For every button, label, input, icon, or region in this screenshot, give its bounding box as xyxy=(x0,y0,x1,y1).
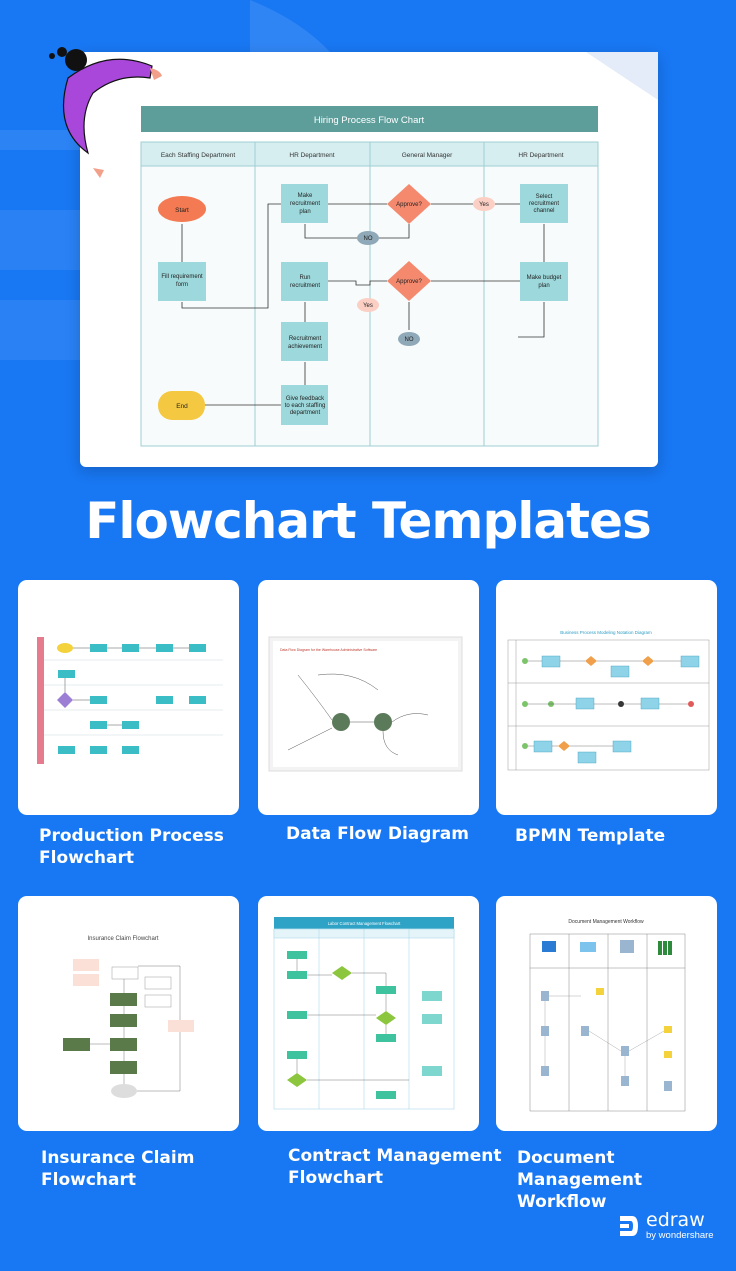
no-connector-1 xyxy=(357,231,379,245)
svg-text:Fill requirement: Fill requirement xyxy=(161,274,203,280)
svg-text:form: form xyxy=(176,282,188,288)
svg-text:recruitment: recruitment xyxy=(290,201,320,207)
insurance-claim-thumbnail: Insurance Claim Flowchart xyxy=(63,936,194,1098)
edraw-logo: edraw by wondershare xyxy=(618,1211,714,1241)
diagram-title: Hiring Process Flow Chart xyxy=(314,115,425,126)
svg-text:Recruitment: Recruitment xyxy=(289,336,322,342)
recruitment-achievement-node xyxy=(281,322,328,361)
end-node xyxy=(158,391,205,420)
document-management-thumbnail: Document Management Workflow xyxy=(529,919,686,1112)
contract-management-thumbnail: Labor Contract Management Flowchart xyxy=(273,917,455,1110)
lane-header: HR Department xyxy=(518,152,563,159)
svg-text:NO: NO xyxy=(364,236,373,242)
svg-text:Approve?: Approve? xyxy=(396,202,422,208)
hero-diagram-card: Hiring Process Flow Chart Each Staffing … xyxy=(80,52,658,467)
select-channel-node xyxy=(520,184,568,223)
production-process-thumbnail xyxy=(37,637,223,764)
template-card-insurance-claim[interactable]: Insurance Claim Flowchart xyxy=(18,896,239,1131)
svg-text:Yes: Yes xyxy=(479,202,489,208)
svg-text:Make budget: Make budget xyxy=(527,275,562,281)
start-node xyxy=(158,196,206,222)
contract-thumb-title: Labor Contract Management Flowchart xyxy=(328,921,401,926)
svg-text:NO: NO xyxy=(405,337,414,343)
svg-text:plan: plan xyxy=(538,283,549,289)
docmgmt-thumb-title: Document Management Workflow xyxy=(568,919,644,925)
insurance-thumb-title: Insurance Claim Flowchart xyxy=(87,936,158,942)
svg-text:Make: Make xyxy=(298,193,313,199)
give-feedback-node xyxy=(281,385,328,425)
yes-connector-2 xyxy=(357,298,379,312)
svg-text:department: department xyxy=(290,410,321,416)
svg-text:Approve?: Approve? xyxy=(396,279,422,285)
svg-text:channel: channel xyxy=(533,208,554,214)
lane-header: HR Department xyxy=(289,152,334,159)
svg-text:recruitment: recruitment xyxy=(290,283,320,289)
bpmn-thumbnail: Business Process Modeling Notation Diagr… xyxy=(507,630,710,771)
page-title: Flowchart Templates xyxy=(85,492,652,550)
fill-requirement-node xyxy=(158,262,206,301)
svg-text:Yes: Yes xyxy=(363,303,373,309)
logo-subtitle: by wondershare xyxy=(646,1230,714,1241)
character-illustration xyxy=(49,47,162,178)
lane-header: General Manager xyxy=(402,152,453,159)
svg-text:Run: Run xyxy=(299,275,310,281)
approve-decision-1 xyxy=(387,184,431,224)
budget-plan-node xyxy=(520,262,568,301)
approve-decision-2 xyxy=(387,261,431,301)
template-card-document-management[interactable]: Document Management Workflow xyxy=(496,896,717,1131)
run-recruitment-node xyxy=(281,262,328,301)
bpmn-thumb-title: Business Process Modeling Notation Diagr… xyxy=(560,630,652,635)
template-card-data-flow[interactable]: Data Flow Diagram for the Warehouse Admi… xyxy=(258,580,479,815)
start-label: Start xyxy=(175,207,189,214)
svg-text:recruitment: recruitment xyxy=(529,201,559,207)
make-plan-node xyxy=(281,184,328,223)
no-connector-2 xyxy=(398,332,420,346)
svg-text:Give feedback: Give feedback xyxy=(286,396,325,402)
hiring-flowchart: Hiring Process Flow Chart Each Staffing … xyxy=(140,52,658,447)
data-flow-thumbnail: Data Flow Diagram for the Warehouse Admi… xyxy=(268,636,463,772)
svg-text:End: End xyxy=(176,403,188,410)
diagram-title-bar xyxy=(141,106,598,132)
dfd-thumb-title: Data Flow Diagram for the Warehouse Admi… xyxy=(280,648,377,652)
template-label-bpmn[interactable]: BPMN Template xyxy=(515,826,666,846)
template-card-contract-management[interactable]: Labor Contract Management Flowchart xyxy=(258,896,479,1131)
template-card-bpmn[interactable]: Business Process Modeling Notation Diagr… xyxy=(496,580,717,815)
lane-header: Each Staffing Department xyxy=(161,152,236,159)
template-label-data-flow[interactable]: Data Flow Diagram xyxy=(286,824,469,844)
template-card-production-process[interactable] xyxy=(18,580,239,815)
svg-text:Select: Select xyxy=(536,194,553,200)
logo-name: edraw xyxy=(646,1209,705,1231)
svg-text:plan: plan xyxy=(299,209,310,215)
svg-text:to each staffing: to each staffing xyxy=(285,403,326,409)
svg-text:achievement: achievement xyxy=(288,344,322,350)
edraw-logo-icon xyxy=(620,1215,638,1236)
yes-connector-1 xyxy=(473,197,495,211)
